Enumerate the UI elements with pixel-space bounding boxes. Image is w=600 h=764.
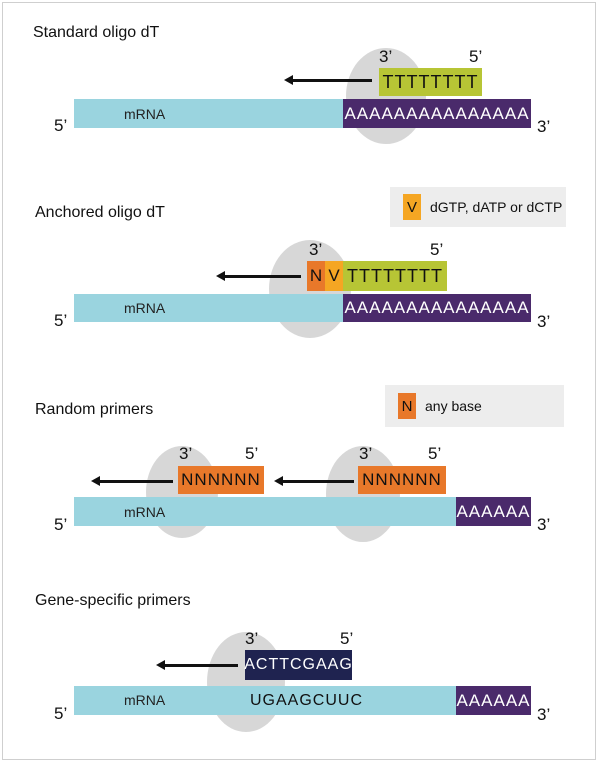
extension-arrow [91, 476, 173, 486]
extension-arrow [284, 75, 372, 85]
reverse-transcriptase-enzyme [207, 632, 285, 732]
panel-title-standard: Standard oligo dT [33, 24, 160, 41]
mrna-3-prime-end: 3’ [537, 312, 551, 331]
primer-5-prime-label: 5’ [430, 240, 444, 259]
random-primer-a: NNNNNN [178, 466, 264, 494]
legend-v-swatch: V [403, 194, 421, 220]
random-primer-b: NNNNNN [358, 466, 446, 494]
extension-arrow [156, 660, 238, 670]
panel-title-random: Random primers [35, 401, 154, 418]
primer-5-prime-label: 5’ [469, 47, 483, 66]
poly-a-tail: AAAAAAAAAAAAAAA [343, 99, 531, 128]
mrna-3-prime-end: 3’ [537, 515, 551, 534]
mrna-strand [74, 686, 458, 715]
mrna-3-prime-end: 3’ [537, 705, 551, 724]
poly-a-tail: AAAAAA [456, 497, 531, 526]
oligo-dt-primer: TTTTTTTT [343, 261, 447, 291]
poly-a-tail: AAAAAA [456, 686, 531, 715]
mrna-label: mRNA [124, 692, 166, 708]
mrna-3-prime-end: 3’ [537, 117, 551, 136]
legend-n-swatch: N [398, 393, 416, 419]
panel-title-anchored: Anchored oligo dT [35, 204, 165, 221]
primer-3-prime-label: 3’ [245, 629, 259, 648]
gene-specific-primer: ACTTCGAAG [244, 650, 352, 680]
legend-n-text: any base [425, 398, 482, 414]
mrna-strand [74, 99, 346, 128]
poly-a-tail: AAAAAAAAAAAAAAA [343, 294, 531, 322]
mrna-strand [74, 294, 346, 322]
mrna-5-prime-end: 5’ [54, 311, 68, 330]
primer-3-prime-label: 3’ [379, 47, 393, 66]
primer-b-5-prime-label: 5’ [428, 444, 442, 463]
mrna-5-prime-end: 5’ [54, 116, 68, 135]
anchor-n-base: N [307, 261, 325, 291]
mrna-5-prime-end: 5’ [54, 515, 68, 534]
primer-3-prime-label: 3’ [309, 240, 323, 259]
legend-n: N any base [385, 385, 564, 427]
mrna-strand [74, 497, 458, 526]
target-sequence: UGAAGCUUC [250, 692, 364, 709]
extension-arrow [274, 476, 354, 486]
primer-b-3-prime-label: 3’ [359, 444, 373, 463]
panel-title-gene: Gene-specific primers [35, 592, 191, 609]
mrna-label: mRNA [124, 106, 166, 122]
oligo-dt-primer: TTTTTTTT [379, 68, 482, 96]
mrna-label: mRNA [124, 504, 166, 520]
mrna-label: mRNA [124, 300, 166, 316]
reverse-transcriptase-enzyme [346, 48, 426, 144]
extension-arrow [216, 271, 301, 281]
primer-a-3-prime-label: 3’ [179, 444, 193, 463]
legend-v: V dGTP, dATP or dCTP [390, 187, 566, 227]
anchor-v-base: V [325, 261, 343, 291]
primer-a-5-prime-label: 5’ [245, 444, 259, 463]
legend-v-text: dGTP, dATP or dCTP [430, 199, 563, 215]
mrna-5-prime-end: 5’ [54, 704, 68, 723]
primer-5-prime-label: 5’ [340, 629, 354, 648]
reverse-transcriptase-enzyme [326, 446, 400, 542]
